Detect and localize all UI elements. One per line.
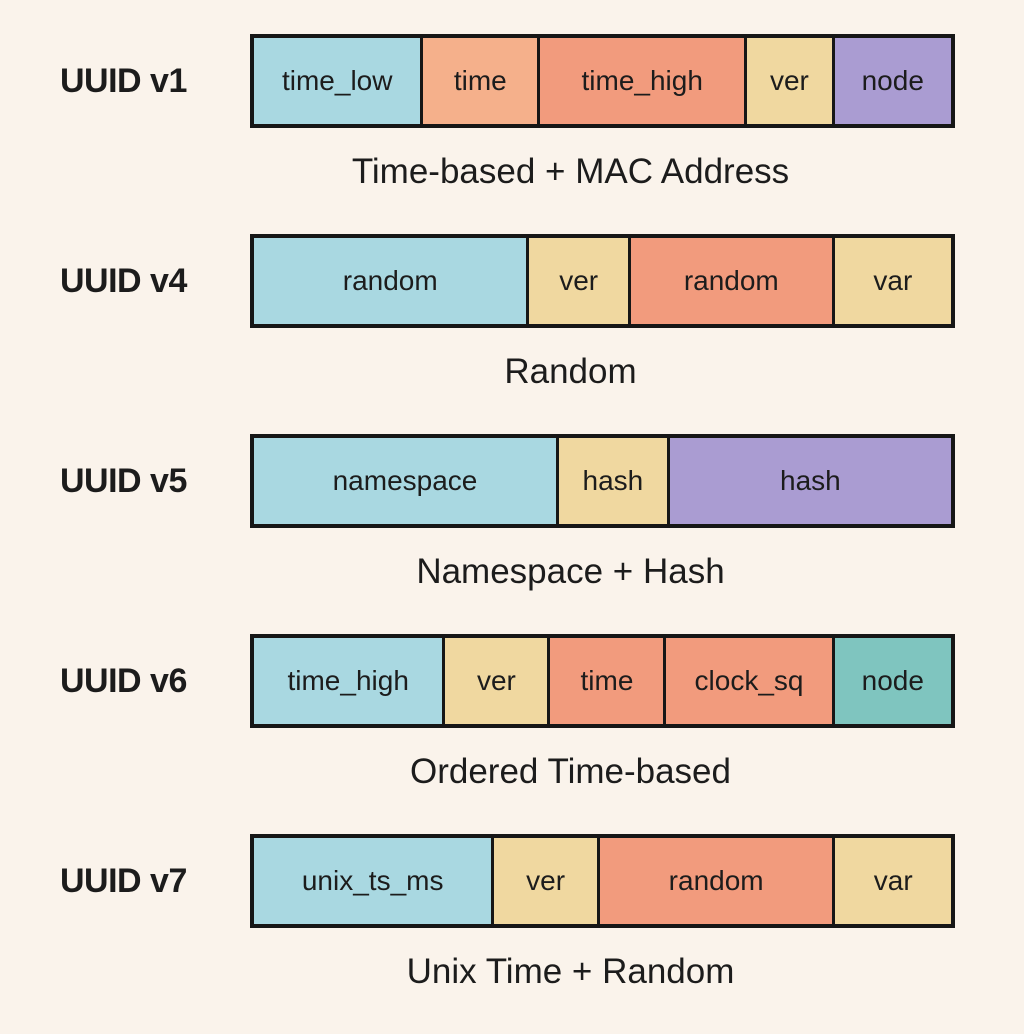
uuid-version-caption: Ordered Time-based: [410, 752, 731, 791]
uuid-segment-ver: ver: [747, 38, 835, 124]
uuid-segment-ver: ver: [529, 238, 631, 324]
uuid-segment-hash: hash: [669, 438, 951, 524]
uuid-segment-node: node: [834, 38, 951, 124]
uuid-version-caption: Random: [504, 352, 637, 391]
uuid-segment-time: time: [423, 38, 541, 124]
uuid-segment-ver: ver: [494, 838, 600, 924]
uuid-version-caption: Time-based + MAC Address: [351, 152, 790, 191]
uuid-segment-ver: ver: [445, 638, 551, 724]
uuid-segment-time_high: time_high: [254, 638, 446, 724]
uuid-segment-clock_sq: clock_sq: [666, 638, 835, 724]
uuid-segment-namespace: namespace: [254, 438, 559, 524]
uuid-segment-hash: hash: [558, 438, 670, 524]
uuid-version-caption: Namespace + Hash: [416, 552, 725, 591]
uuid-segment-time_high: time_high: [540, 38, 748, 124]
uuid-version-caption: Unix Time + Random: [406, 952, 735, 991]
uuid-version-label: UUID v1: [60, 61, 187, 100]
uuid-segment-unix_ts_ms: unix_ts_ms: [254, 838, 495, 924]
uuid-segment-random: random: [630, 238, 835, 324]
uuid-version-label: UUID v5: [60, 461, 187, 500]
uuid-version-label: UUID v6: [60, 661, 187, 700]
uuid-segment-random: random: [599, 838, 836, 924]
uuid-segment-var: var: [834, 238, 951, 324]
uuid-segment-time_low: time_low: [254, 38, 424, 124]
uuid-segment-node: node: [834, 638, 951, 724]
uuid-version-label: UUID v7: [60, 861, 187, 900]
uuid-segment-random: random: [254, 238, 530, 324]
uuid-version-label: UUID v4: [60, 261, 187, 300]
uuid-segment-var: var: [835, 838, 951, 924]
uuid-segment-time: time: [550, 638, 667, 724]
